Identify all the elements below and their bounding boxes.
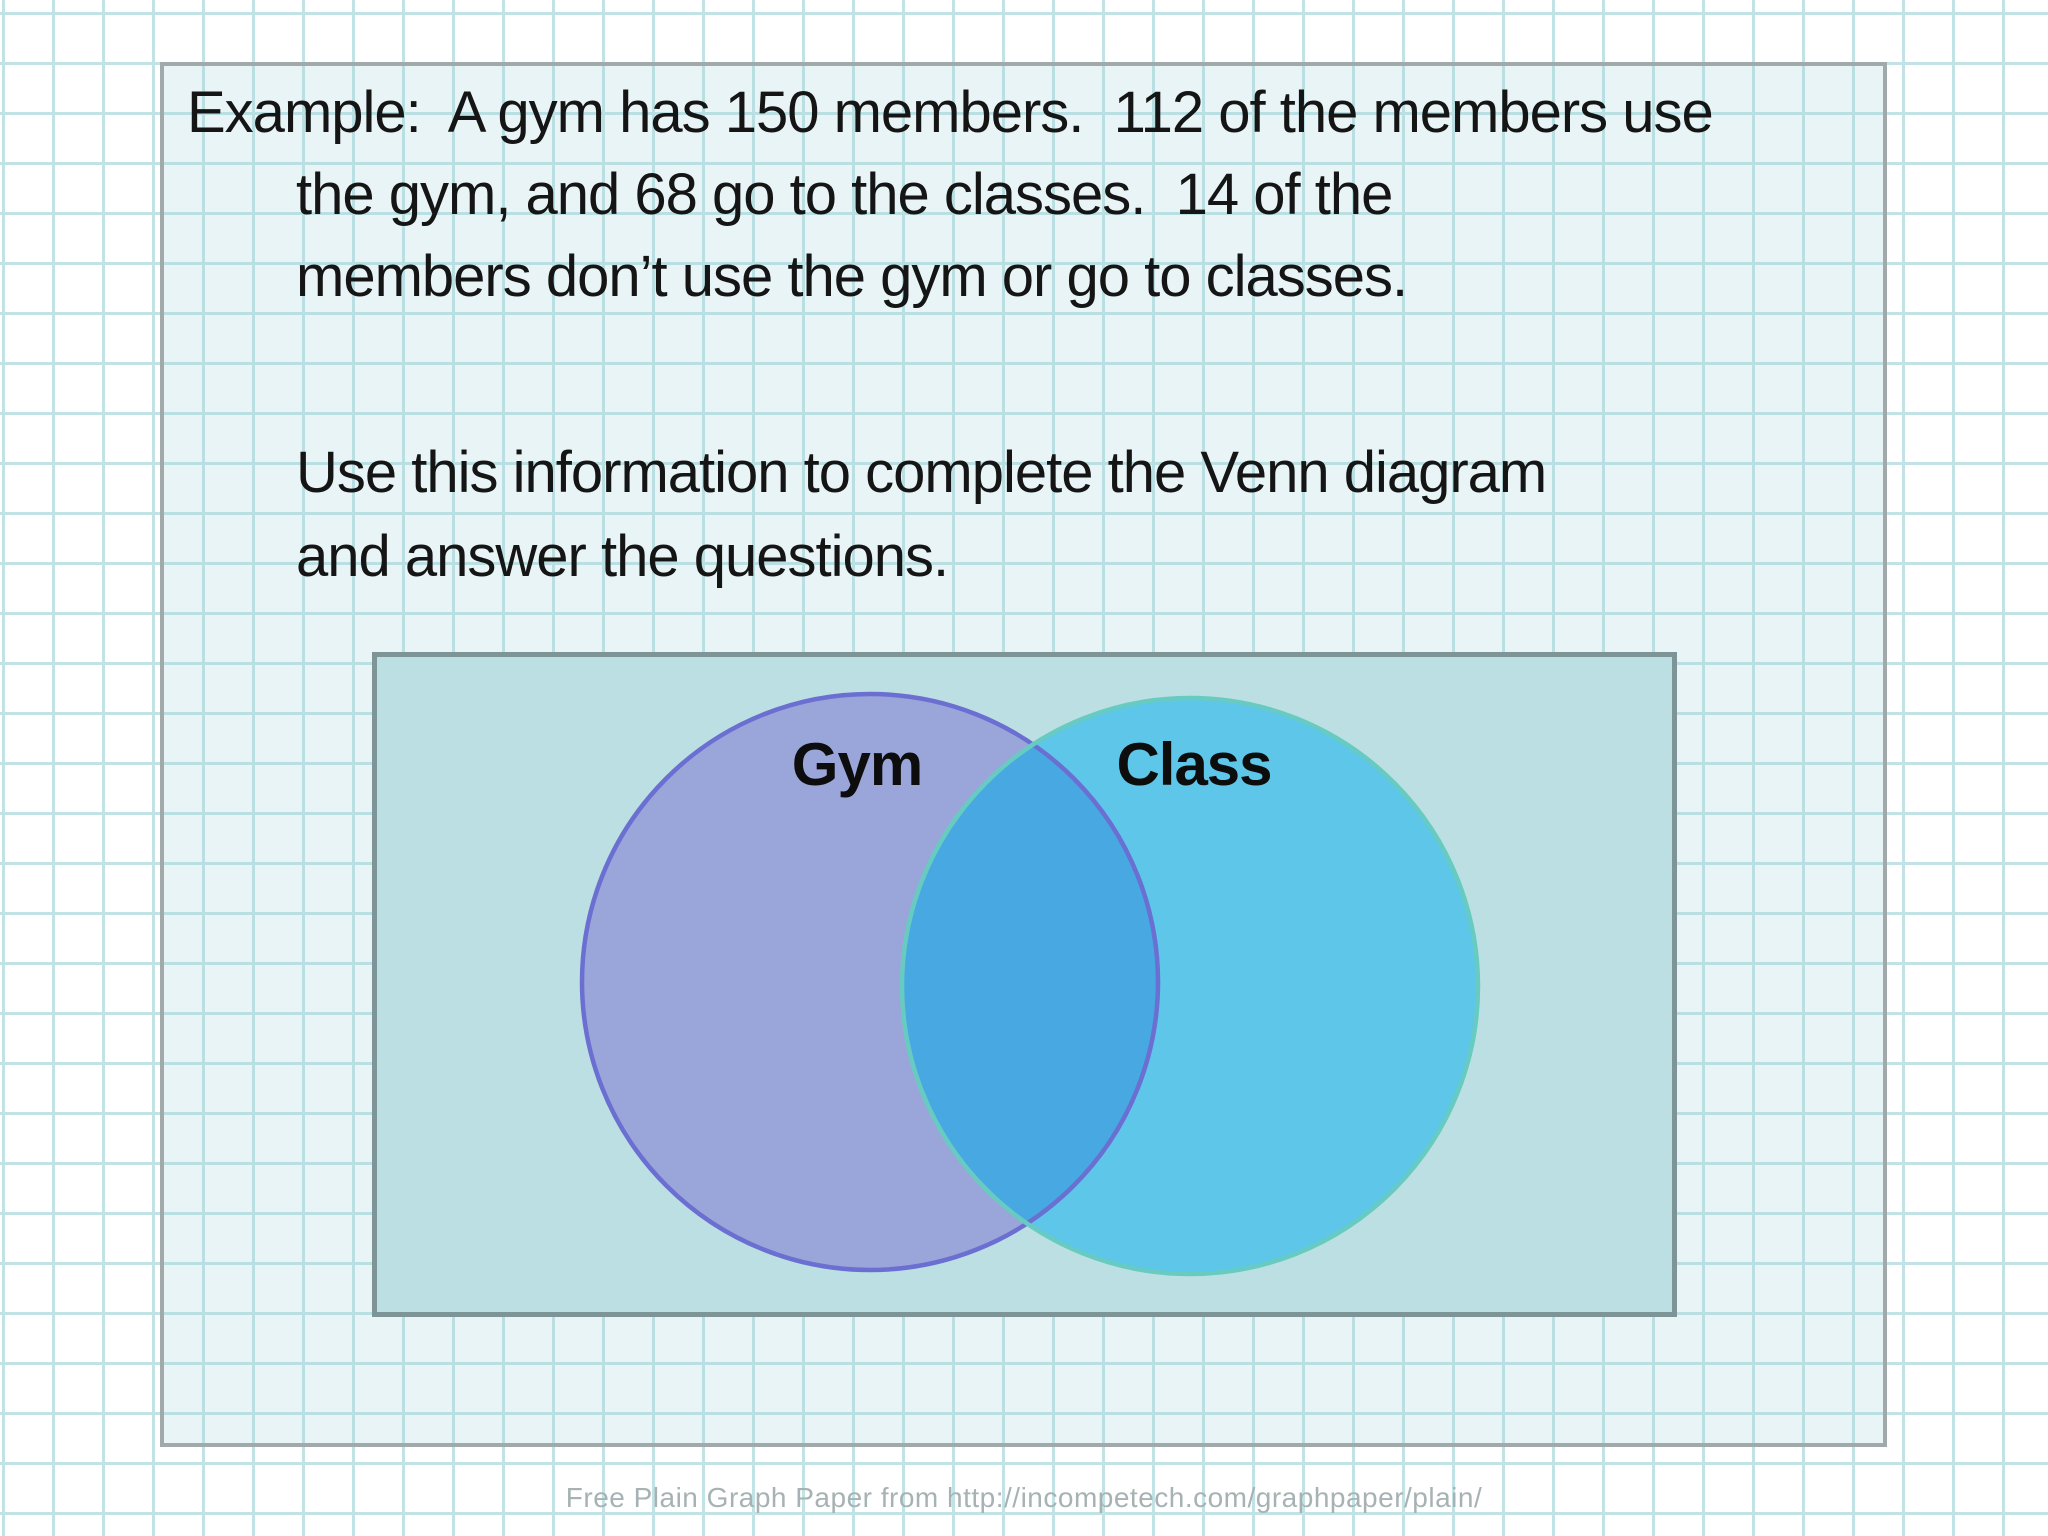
gym-circle-outline: [579, 691, 1161, 1273]
instruction-text-line-2: and answer the questions.: [296, 524, 949, 589]
instruction-text-line-1: Use this information to complete the Ven…: [296, 440, 1547, 505]
example-text-line-3: members don’t use the gym or go to class…: [296, 244, 1408, 309]
footer-credit: Free Plain Graph Paper from http://incom…: [565, 1482, 1483, 1513]
overlap-region: [901, 744, 1159, 1224]
gym-label: Gym: [792, 731, 922, 798]
venn-diagram: Gym Class: [579, 691, 1481, 1277]
class-label: Class: [1116, 731, 1271, 798]
example-text-line-2: the gym, and 68 go to the classes. 14 of…: [296, 162, 1393, 227]
example-text-line-1: Example: A gym has 150 members. 112 of t…: [187, 80, 1714, 145]
class-circle-outline: [899, 695, 1481, 1277]
